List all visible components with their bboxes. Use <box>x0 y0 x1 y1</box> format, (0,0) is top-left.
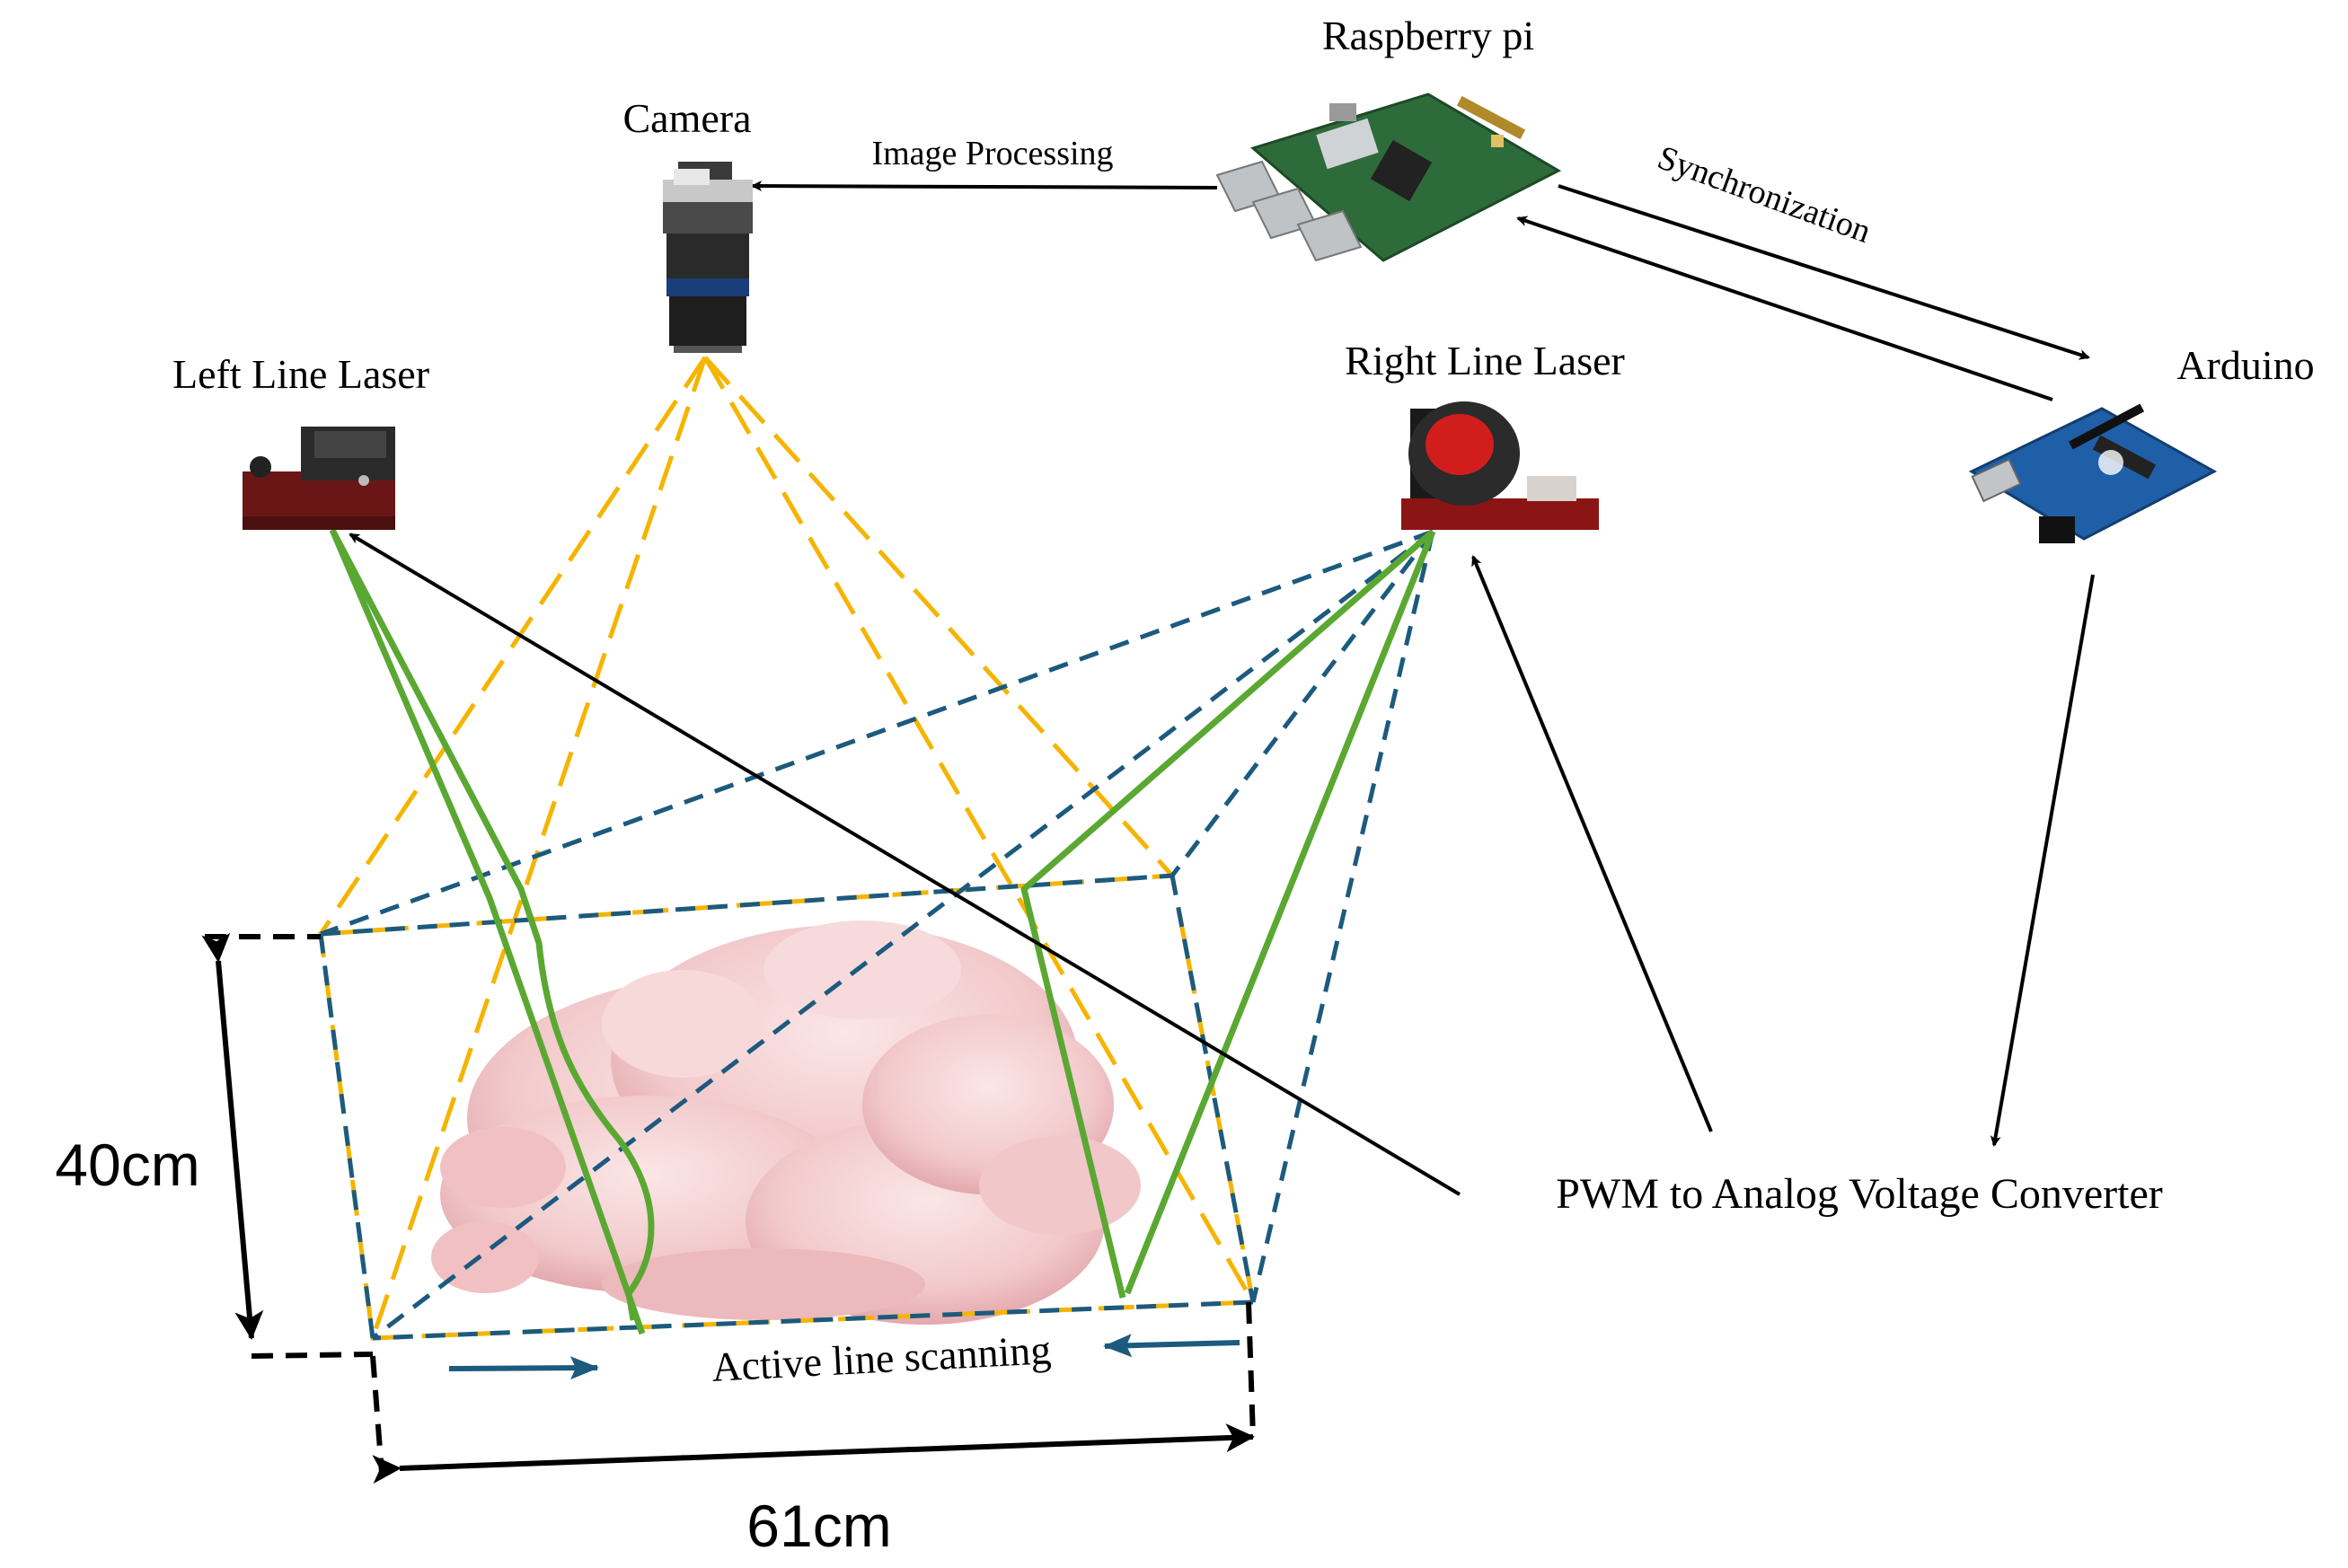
image-processing-arrow <box>751 181 1218 192</box>
scan-direction-arrows <box>448 1334 1240 1380</box>
raspberry-pi-label: Raspberry pi <box>1322 13 1534 58</box>
industrial-camera-icon <box>663 162 753 353</box>
left-line-laser-label: Left Line Laser <box>172 351 429 397</box>
pi-to-arduino-arrow <box>1558 184 2090 360</box>
converter-to-left-laser-arrow <box>349 533 1461 1196</box>
left-line-laser-icon <box>243 427 395 530</box>
arduino-board-icon <box>1968 403 2218 543</box>
height-dimension-label: 40cm <box>55 1132 199 1198</box>
dimension-lines <box>201 932 1256 1484</box>
raw-chicken-image <box>431 921 1141 1325</box>
converter-to-right-laser-arrow <box>1471 555 1713 1132</box>
arduino-to-pi-arrow <box>1516 216 2053 401</box>
synchronization-label: Synchronization <box>1653 138 1876 251</box>
laser-scan-lines <box>329 528 1436 1335</box>
camera-label: Camera <box>622 95 751 141</box>
right-line-laser-label: Right Line Laser <box>1345 338 1625 383</box>
arduino-to-converter-arrow <box>1990 574 2095 1147</box>
connector-arrows <box>349 181 2095 1196</box>
arduino-label: Arduino <box>2176 342 2314 388</box>
right-line-laser-icon <box>1401 401 1599 530</box>
image-processing-label: Image Processing <box>871 135 1113 172</box>
pwm-converter-label: PWM to Analog Voltage Converter <box>1556 1170 2163 1218</box>
active-line-scanning-label: Active line scanning <box>711 1326 1052 1390</box>
raspberry-pi-board-icon <box>1215 92 1562 262</box>
width-dimension-label: 61cm <box>746 1493 891 1559</box>
